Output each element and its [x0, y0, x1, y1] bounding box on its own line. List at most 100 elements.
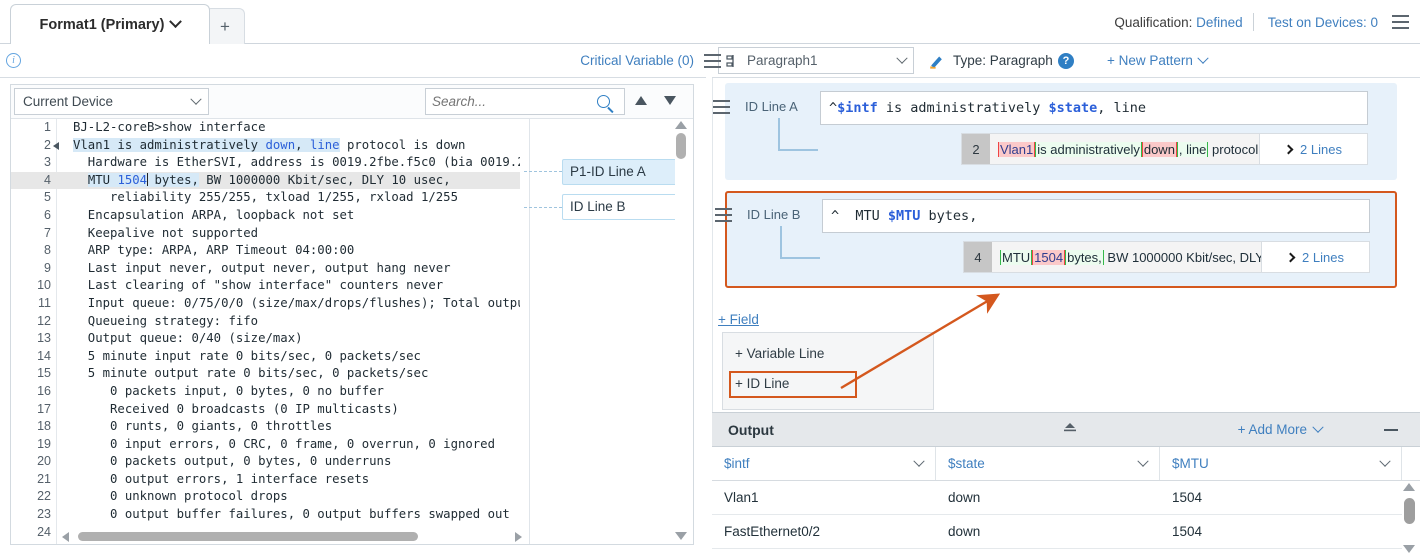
- connector-elbow: [780, 226, 820, 259]
- chevron-down-icon[interactable]: [1379, 455, 1391, 467]
- search-icon[interactable]: [597, 95, 610, 108]
- id-line-b-pattern-input[interactable]: ^ MTU $MTU bytes,: [822, 199, 1370, 233]
- code-line[interactable]: 22 0 unknown protocol drops: [11, 488, 520, 506]
- output-column-header[interactable]: $state: [936, 447, 1160, 480]
- tab-format1-primary[interactable]: Format1 (Primary): [10, 4, 210, 44]
- code-vertical-scrollbar[interactable]: [675, 119, 687, 544]
- chevron-down-icon[interactable]: [169, 15, 183, 29]
- code-line-text: Input queue: 0/75/0/0 (size/max/drops/fl…: [73, 295, 520, 310]
- id-line-b-menu-icon[interactable]: [715, 208, 735, 222]
- chevron-down-icon[interactable]: [1137, 455, 1149, 467]
- scroll-thumb[interactable]: [676, 133, 686, 159]
- connector-line-a: [524, 171, 562, 172]
- help-icon[interactable]: ?: [1058, 53, 1074, 69]
- chevron-down-icon: [896, 52, 908, 64]
- code-line[interactable]: 18 0 runts, 0 giants, 0 throttles: [11, 418, 520, 436]
- table-cell: down: [948, 490, 981, 505]
- scroll-left-arrow-icon[interactable]: [62, 532, 69, 542]
- code-line[interactable]: 9 Last input never, output never, output…: [11, 260, 520, 278]
- add-tab-button[interactable]: +: [205, 8, 245, 44]
- scroll-down-arrow-icon[interactable]: [675, 532, 687, 540]
- label-p1-id-line-a[interactable]: P1-ID Line A: [562, 159, 680, 185]
- edit-pencil-icon[interactable]: [928, 53, 945, 69]
- critical-variable-link[interactable]: Critical Variable (0): [580, 53, 694, 68]
- code-line[interactable]: 24: [11, 524, 520, 542]
- code-line-number: 2: [44, 137, 51, 152]
- right-panel-menu-icon[interactable]: [704, 54, 724, 68]
- minimize-icon[interactable]: [1384, 429, 1398, 431]
- code-line-text: 0 packets output, 0 bytes, 0 underruns: [73, 454, 392, 469]
- id-line-b-expand-lines[interactable]: 2 Lines: [1261, 242, 1369, 272]
- scroll-down-arrow-icon[interactable]: [1403, 545, 1415, 553]
- id-line-a-pattern-input[interactable]: ^$intf is administratively $state, line: [820, 91, 1368, 125]
- code-line[interactable]: 6 Encapsulation ARPA, loopback not set: [11, 207, 520, 225]
- chevron-right-icon: [1285, 252, 1296, 262]
- code-line[interactable]: 7 Keepalive not supported: [11, 225, 520, 243]
- chevron-down-icon[interactable]: [913, 455, 925, 467]
- code-line[interactable]: 10 Last clearing of "show interface" cou…: [11, 277, 520, 295]
- code-line-text: MTU 1504 bytes, BW 1000000 Kbit/sec, DLY…: [87, 172, 451, 187]
- code-line-number: 13: [37, 331, 51, 346]
- scroll-right-arrow-icon[interactable]: [515, 532, 522, 542]
- code-line[interactable]: 20 0 packets output, 0 bytes, 0 underrun…: [11, 453, 520, 471]
- fold-arrow-icon[interactable]: [53, 141, 59, 150]
- match-highlight-state: down: [1141, 141, 1177, 157]
- code-line[interactable]: 23 0 output buffer failures, 0 output bu…: [11, 506, 520, 524]
- code-horizontal-scrollbar[interactable]: [58, 529, 528, 544]
- scroll-up-arrow-icon[interactable]: [675, 121, 687, 129]
- code-line[interactable]: 5 reliability 255/255, txload 1/255, rxl…: [11, 189, 520, 207]
- new-pattern-button[interactable]: + New Pattern: [1107, 52, 1209, 68]
- code-line-number: 7: [44, 225, 51, 240]
- collapse-handle-icon[interactable]: [1060, 422, 1080, 432]
- device-select-value: Current Device: [23, 94, 114, 109]
- code-line-text: Received 0 broadcasts (0 IP multicasts): [73, 401, 399, 416]
- code-line[interactable]: 4 MTU 1504 bytes, BW 1000000 Kbit/sec, D…: [11, 171, 520, 190]
- id-line-a-menu-icon[interactable]: [713, 100, 733, 114]
- scroll-thumb[interactable]: [1404, 498, 1415, 524]
- qualification-value[interactable]: Defined: [1196, 14, 1243, 30]
- output-column-header[interactable]: $intf: [712, 447, 936, 480]
- menu-item-id-line[interactable]: + ID Line: [735, 376, 790, 391]
- code-line-number: 1: [44, 120, 51, 134]
- search-box[interactable]: [425, 88, 625, 115]
- device-select[interactable]: Current Device: [14, 88, 209, 115]
- id-line-a-expand-lines[interactable]: 2 Lines: [1259, 134, 1367, 164]
- info-icon[interactable]: i: [6, 53, 21, 68]
- code-line[interactable]: 8 ARP type: ARPA, ARP Timeout 04:00:00: [11, 242, 520, 260]
- code-line[interactable]: 21 0 output errors, 1 interface resets: [11, 471, 520, 489]
- code-line[interactable]: 14 5 minute input rate 0 bits/sec, 0 pac…: [11, 348, 520, 366]
- code-line[interactable]: 17 Received 0 broadcasts (0 IP multicast…: [11, 401, 520, 419]
- add-more-button[interactable]: + Add More: [1238, 421, 1324, 437]
- pattern-mid: is administratively: [877, 100, 1049, 116]
- code-line[interactable]: 15 5 minute output rate 0 bits/sec, 0 pa…: [11, 365, 520, 383]
- output-column-header[interactable]: $MTU: [1160, 447, 1402, 480]
- table-cell: down: [948, 524, 981, 539]
- test-on-devices-link[interactable]: Test on Devices: 0: [1267, 14, 1378, 30]
- code-line[interactable]: 3 Hardware is EtherSVI, address is 0019.…: [11, 154, 520, 172]
- scroll-thumb[interactable]: [78, 532, 418, 541]
- match-highlight-mtu: 1504: [1032, 249, 1066, 265]
- output-vertical-scrollbar[interactable]: [1403, 483, 1417, 553]
- code-line[interactable]: 19 0 input errors, 0 CRC, 0 frame, 0 ove…: [11, 436, 520, 454]
- paragraph-select[interactable]: Paragraph1: [718, 47, 914, 74]
- menu-item-variable-line[interactable]: + Variable Line: [735, 346, 825, 361]
- search-input[interactable]: [432, 94, 597, 109]
- add-field-link[interactable]: + Field: [718, 312, 759, 327]
- sort-down-icon[interactable]: [664, 96, 676, 105]
- code-line[interactable]: 16 0 packets input, 0 bytes, 0 no buffer: [11, 383, 520, 401]
- code-line[interactable]: 12 Queueing strategy: fifo: [11, 313, 520, 331]
- label-id-line-b[interactable]: ID Line B: [562, 194, 680, 220]
- sort-up-icon[interactable]: [635, 96, 647, 105]
- code-line[interactable]: 11 Input queue: 0/75/0/0 (size/max/drops…: [11, 295, 520, 313]
- header-menu-icon[interactable]: [1392, 15, 1412, 29]
- code-line[interactable]: 13 Output queue: 0/40 (size/max): [11, 330, 520, 348]
- scroll-up-arrow-icon[interactable]: [1403, 483, 1415, 491]
